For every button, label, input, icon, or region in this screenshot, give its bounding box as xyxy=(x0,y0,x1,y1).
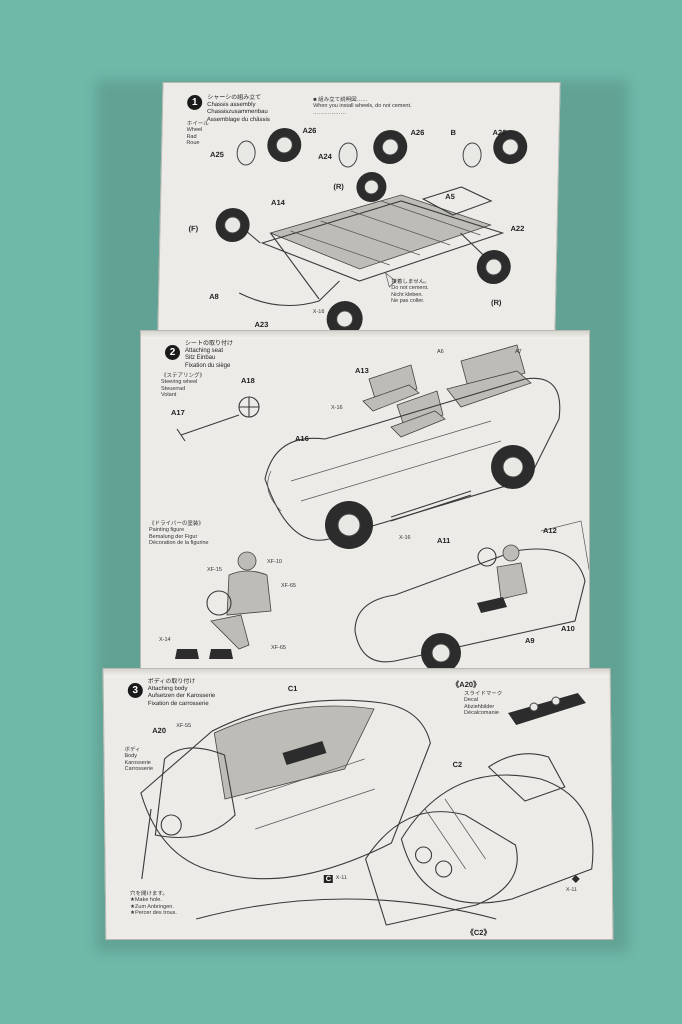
instruction-panel-step-3: 3 ボディの取り付け Attaching body Aufsetzen der … xyxy=(102,668,614,940)
chassis-drawing xyxy=(215,128,528,332)
instruction-panel-step-1: 1 シャーシの組み立て Chassis assembly Chassiszusa… xyxy=(157,82,561,332)
step-heading: シートの取り付け Attaching seat Sitz Einbau Fixa… xyxy=(185,341,234,369)
label-a26-1: A26 xyxy=(302,126,317,135)
label-a18: A18 xyxy=(241,376,255,385)
hole-note: 穴を開けます。 ★Make hole. ★Zum Anbringen. ★Per… xyxy=(129,891,177,916)
label-c2-bottom: 《C2》 xyxy=(466,928,491,937)
label-a26-2: A26 xyxy=(410,128,425,137)
label-x11: X-11 xyxy=(335,875,348,881)
label-c1: C1 xyxy=(287,684,298,693)
body-drawing xyxy=(140,693,594,926)
step-number: 2 xyxy=(165,345,180,360)
label-a25: A25 xyxy=(210,150,224,159)
label-x11b: X-11 xyxy=(565,887,578,893)
label-xf15: XF-15 xyxy=(207,567,222,573)
label-a9: A9 xyxy=(525,636,535,645)
label-a17: A17 xyxy=(171,408,185,417)
label-a14: A14 xyxy=(271,198,285,207)
label-a13: A13 xyxy=(355,366,369,375)
label-xf55: XF-55 xyxy=(176,723,192,729)
label-a24: A24 xyxy=(317,152,332,161)
label-a7: A7 xyxy=(515,349,522,355)
fold-line xyxy=(141,331,589,339)
label-a20: A20 xyxy=(152,726,167,735)
label-a22: A22 xyxy=(510,224,525,233)
note-do-not-cement: 接着しません。 Do not cement. Nicht kleben. Ne … xyxy=(390,279,430,304)
label-a6: A6 xyxy=(437,349,444,355)
label-x14: X-14 xyxy=(159,637,171,643)
label-f: (F) xyxy=(188,224,199,233)
label-c2: C2 xyxy=(452,760,463,769)
steering-title: 《ステアリング》 Steering wheel Steuerrad Volant xyxy=(161,373,206,398)
label-a16: A16 xyxy=(295,434,309,443)
label-x16: X-16 xyxy=(331,405,343,411)
driver-title: 《ドライバーの塗装》 Painting figure Bemalung der … xyxy=(149,521,209,546)
label-x16b: X-16 xyxy=(399,535,411,541)
seat-and-figure-drawing xyxy=(175,344,589,673)
label-xf65: XF-65 xyxy=(281,583,296,589)
label-a11: A11 xyxy=(437,536,451,545)
label-r-right: (R) xyxy=(490,298,502,307)
label-x16: X-16 xyxy=(312,309,325,315)
label-xf65b: XF-65 xyxy=(271,645,286,651)
label-a5: A5 xyxy=(445,192,455,201)
label-r-mid: (R) xyxy=(333,182,344,191)
label-a26-3: A26 xyxy=(492,128,507,137)
label-a10: A10 xyxy=(561,624,575,633)
label-c-box: C xyxy=(323,874,334,883)
label-a8: A8 xyxy=(209,292,219,301)
label-a23: A23 xyxy=(254,320,269,329)
instruction-panel-step-2: 2 シートの取り付け Attaching seat Sitz Einbau Fi… xyxy=(140,330,590,675)
label-xf10: XF-10 xyxy=(267,559,282,565)
label-b: B xyxy=(450,128,457,137)
label-a12: A12 xyxy=(543,526,557,535)
